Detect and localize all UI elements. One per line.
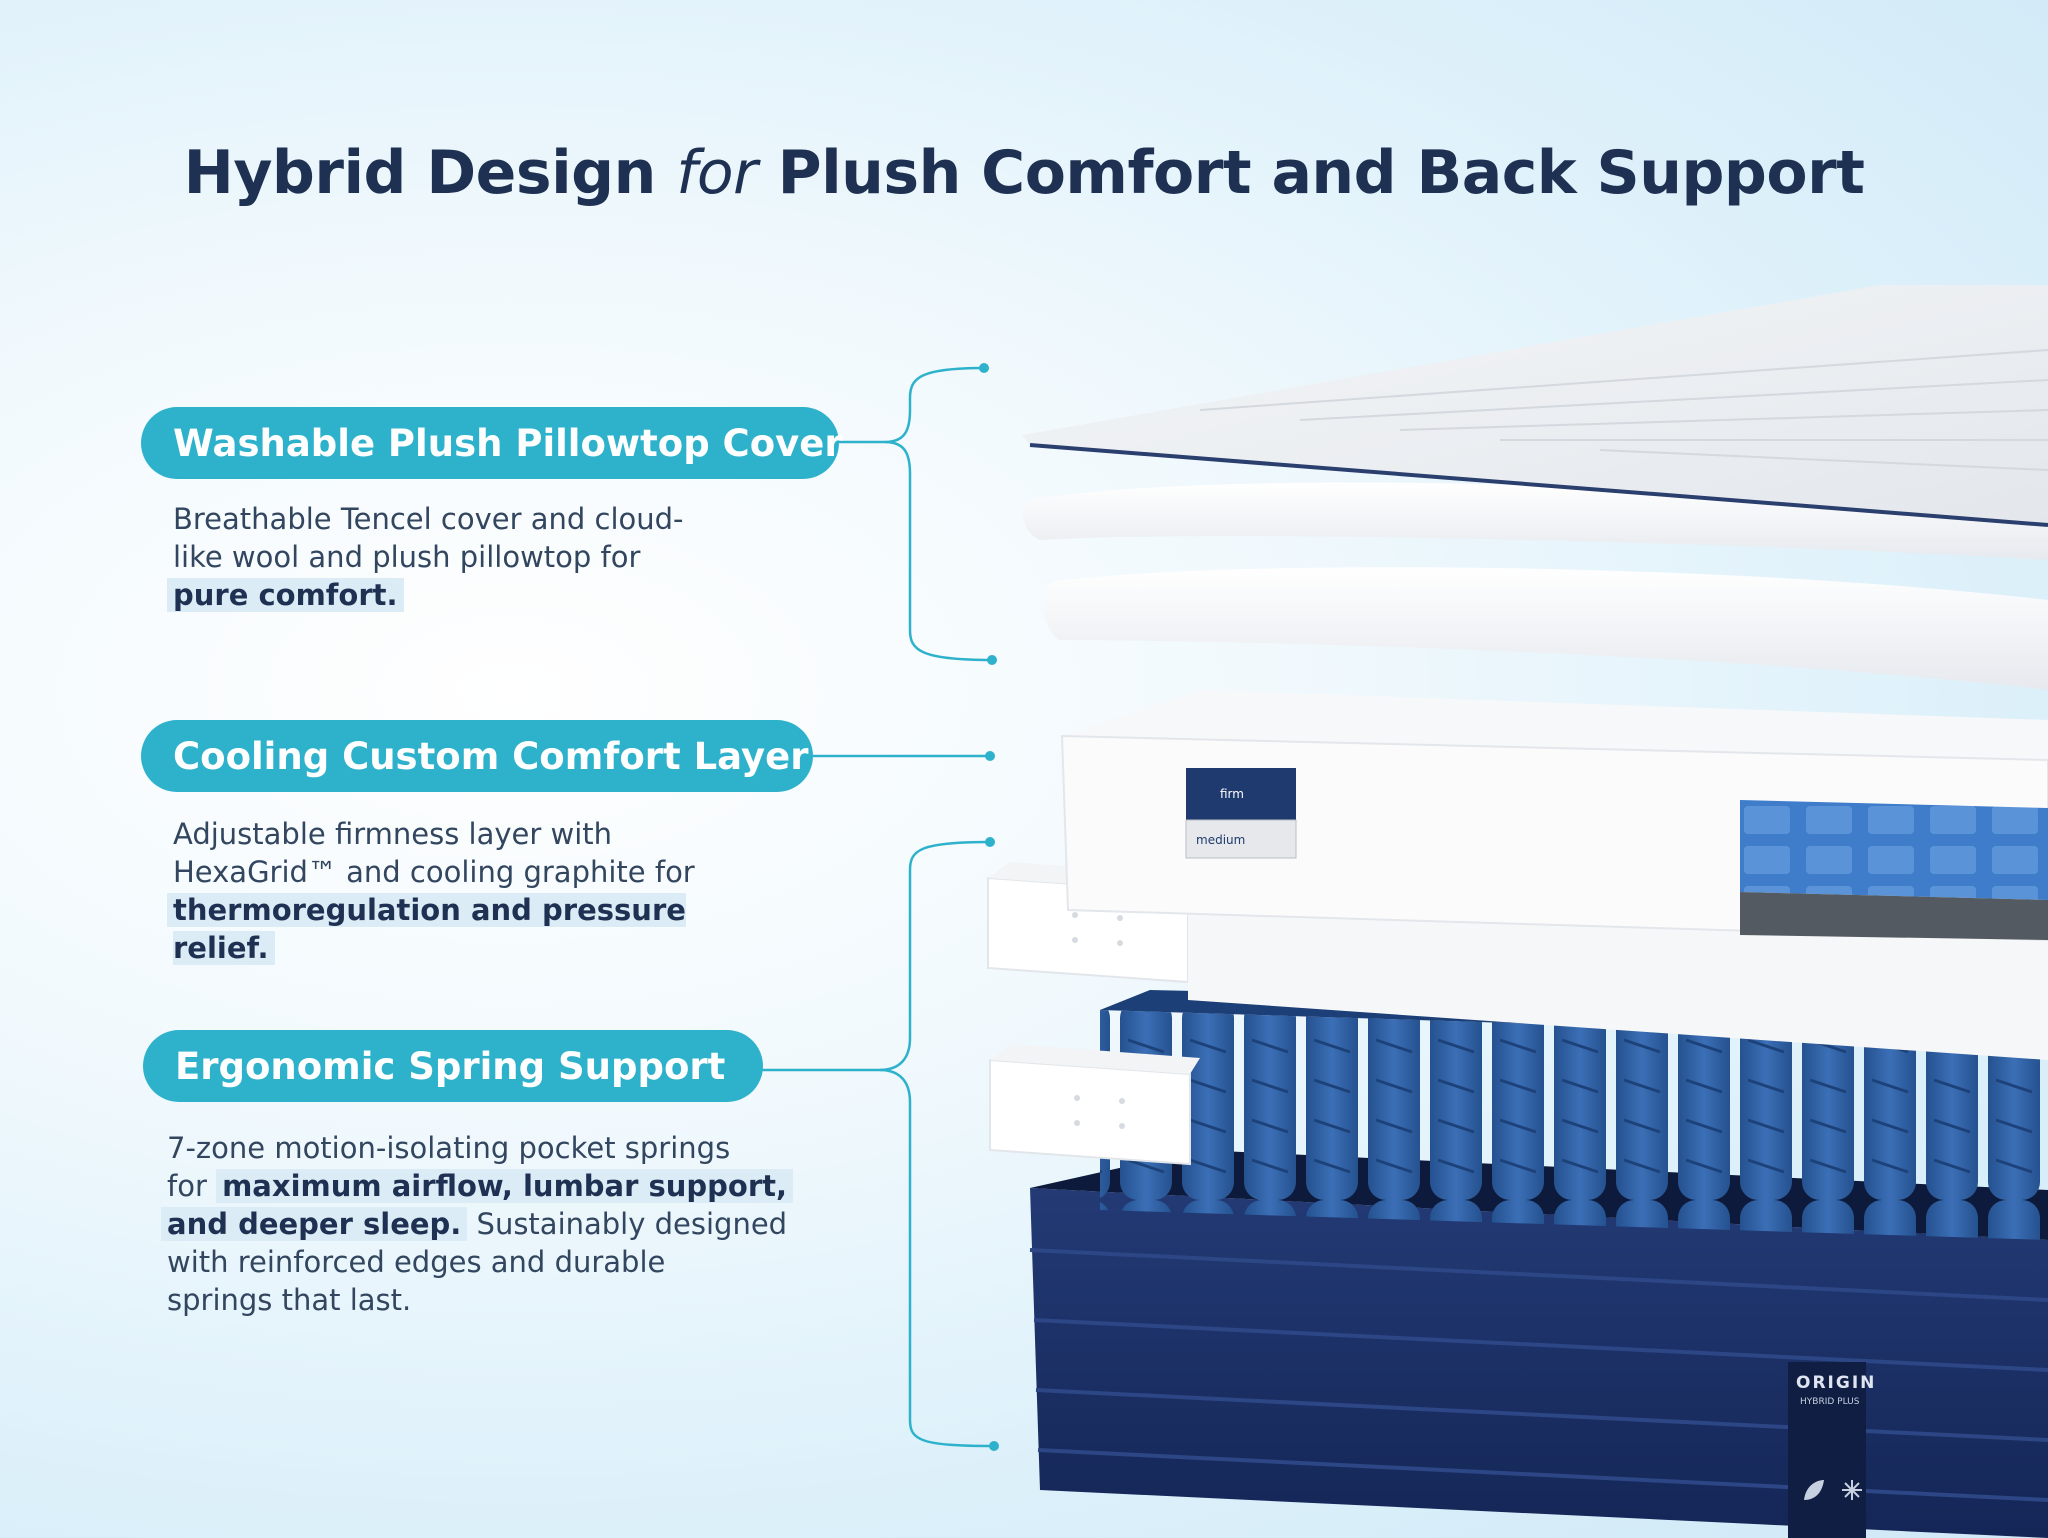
desc-line: Adjustable firmness layer with — [173, 817, 613, 851]
desc-line: with reinforced edges and durable — [167, 1245, 666, 1279]
desc-line: Breathable Tencel cover and cloud- — [173, 502, 684, 536]
comfort-layer: firm medium — [1060, 690, 2048, 942]
desc-highlight: thermoregulation and pressure relief. — [167, 893, 686, 965]
feature-label: Washable Plush Pillowtop Cover — [173, 421, 843, 465]
brand-model: HYBRID PLUS — [1800, 1397, 1860, 1407]
page-title: Hybrid Design for Plush Comfort and Back… — [0, 138, 2048, 208]
feature-label: Ergonomic Spring Support — [175, 1044, 726, 1088]
tag-top-label: firm — [1220, 787, 1244, 801]
desc-for: for — [167, 1169, 207, 1203]
title-italic: for — [676, 138, 758, 208]
feature-label: Cooling Custom Comfort Layer — [173, 734, 809, 778]
desc-line: like wool and plush pillowtop for — [173, 540, 641, 574]
snowflake-icon — [1842, 1480, 1862, 1500]
desc-line: springs that last. — [167, 1283, 412, 1317]
brand-label: ORIGIN HYBRID PLUS — [1788, 1362, 1876, 1538]
feature-desc-pillowtop: Breathable Tencel cover and cloud- like … — [167, 500, 733, 614]
desc-line: HexaGrid™ and cooling graphite for — [173, 855, 695, 889]
title-part1: Hybrid Design — [183, 138, 657, 208]
desc-line: 7-zone motion-isolating pocket springs — [167, 1131, 731, 1165]
pillowtop-cover — [1022, 285, 2048, 527]
support-sheet — [1188, 905, 2048, 1060]
leaf-icon — [1804, 1480, 1824, 1500]
feature-pill-pillowtop: Washable Plush Pillowtop Cover — [141, 407, 843, 479]
desc-line: Sustainably designed — [476, 1207, 788, 1241]
feature-desc-comfort-layer: Adjustable firmness layer with HexaGrid™… — [167, 815, 793, 967]
bracket-connector-icon — [762, 366, 995, 1448]
desc-highlight: and deeper sleep. — [161, 1207, 468, 1241]
feature-desc-springs: 7-zone motion-isolating pocket springs f… — [161, 1129, 807, 1319]
desc-highlight: maximum airflow, lumbar support, — [216, 1169, 794, 1203]
firmness-tag: firm medium — [1185, 768, 1297, 859]
tag-bottom-label: medium — [1196, 833, 1245, 847]
title-part2: Plush Comfort and Back Support — [777, 138, 1865, 208]
brand-name: ORIGIN — [1796, 1373, 1876, 1393]
feature-pill-comfort-layer: Cooling Custom Comfort Layer — [141, 720, 813, 792]
desc-highlight: pure comfort. — [167, 578, 404, 612]
feature-pill-springs: Ergonomic Spring Support — [143, 1030, 763, 1102]
